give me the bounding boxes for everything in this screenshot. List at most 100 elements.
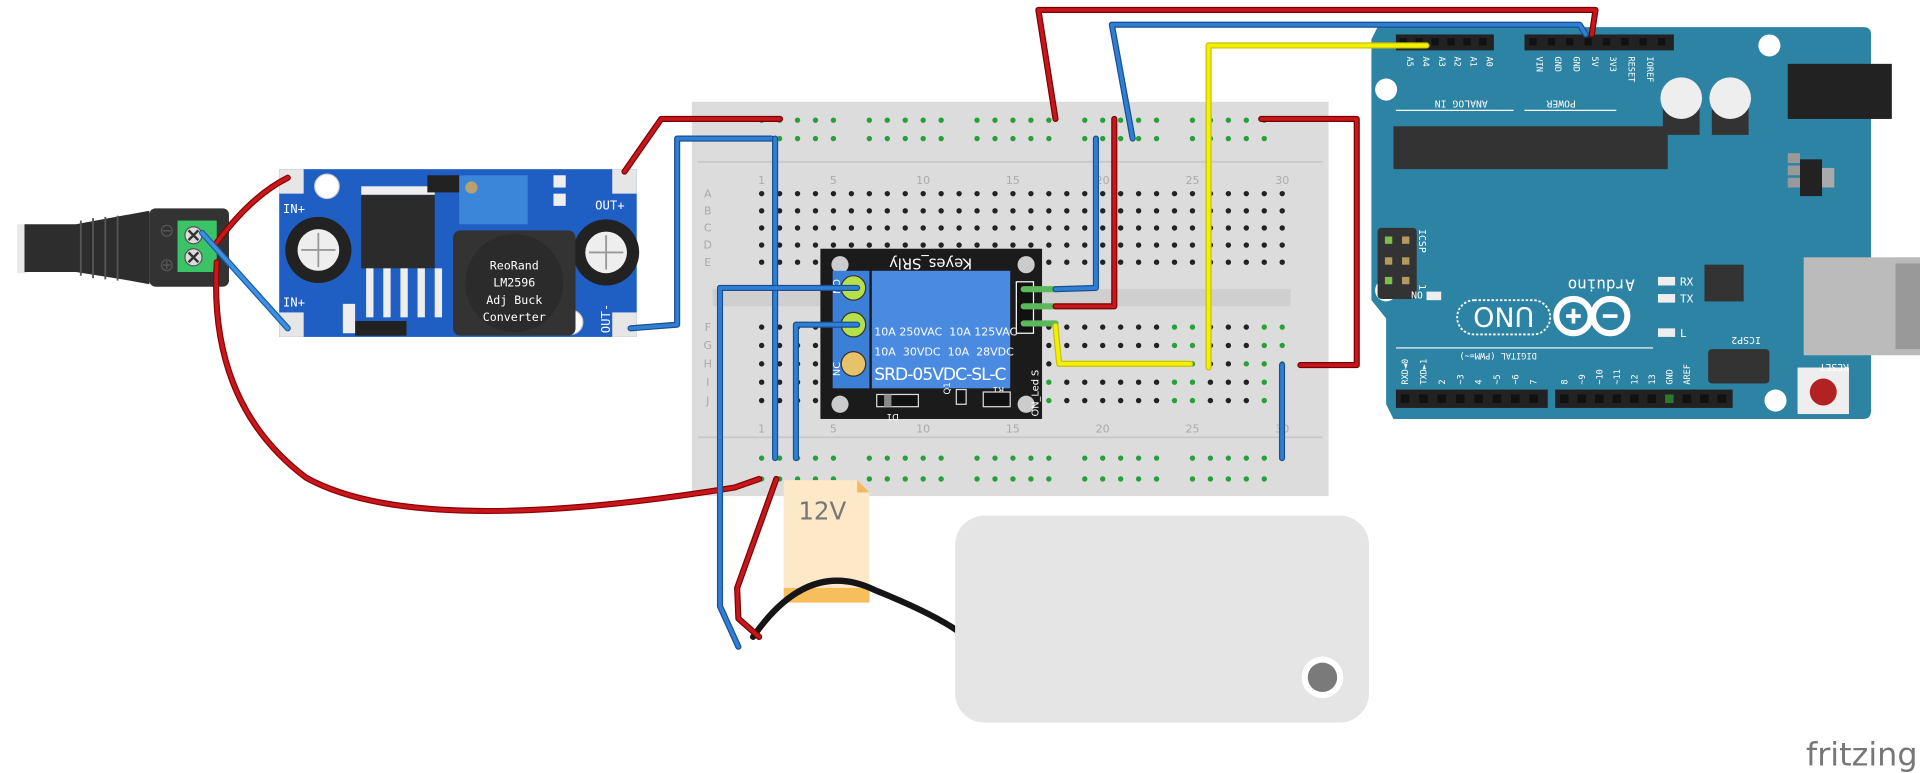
rail-hole[interactable] [830, 135, 837, 142]
breadboard-hole[interactable] [1064, 324, 1070, 330]
breadboard-hole[interactable] [776, 342, 783, 349]
breadboard-hole[interactable] [776, 324, 783, 330]
rail-hole[interactable] [974, 135, 980, 142]
rail-hole[interactable] [1135, 135, 1142, 142]
rail-hole[interactable] [974, 455, 980, 461]
rail-hole[interactable] [1046, 476, 1052, 482]
breadboard-hole[interactable] [1189, 324, 1196, 330]
breadboard-hole[interactable] [1189, 342, 1196, 349]
breadboard-hole[interactable] [830, 242, 837, 248]
breadboard-hole[interactable] [1117, 225, 1124, 231]
rail-hole[interactable] [830, 117, 837, 123]
breadboard-hole[interactable] [866, 208, 873, 214]
breadboard-hole[interactable] [992, 208, 998, 214]
rail-hole[interactable] [920, 455, 926, 461]
breadboard-hole[interactable] [776, 242, 783, 248]
breadboard-hole[interactable] [1225, 208, 1232, 214]
breadboard-hole[interactable] [1064, 379, 1070, 385]
breadboard-hole[interactable] [758, 225, 765, 231]
breadboard-hole[interactable] [1082, 242, 1088, 248]
rail-hole[interactable] [1225, 476, 1232, 482]
breadboard-hole[interactable] [1207, 379, 1214, 385]
breadboard-hole[interactable] [1064, 225, 1070, 231]
breadboard-hole[interactable] [884, 242, 890, 248]
rail-hole[interactable] [866, 476, 873, 482]
rail-hole[interactable] [884, 135, 890, 142]
breadboard-hole[interactable] [884, 190, 890, 197]
rail-hole[interactable] [1153, 455, 1160, 461]
rail-hole[interactable] [1082, 135, 1088, 142]
breadboard-hole[interactable] [1261, 242, 1267, 248]
rail-hole[interactable] [1225, 135, 1232, 142]
breadboard-hole[interactable] [1171, 397, 1178, 404]
breadboard-hole[interactable] [1100, 259, 1106, 265]
breadboard-hole[interactable] [1261, 190, 1267, 197]
breadboard-hole[interactable] [1243, 342, 1250, 349]
breadboard-hole[interactable] [1100, 208, 1106, 214]
breadboard-hole[interactable] [866, 242, 873, 248]
breadboard-hole[interactable] [1135, 324, 1142, 330]
breadboard-hole[interactable] [1261, 379, 1267, 385]
breadboard-hole[interactable] [848, 225, 855, 231]
breadboard-hole[interactable] [902, 242, 908, 248]
breadboard-hole[interactable] [1153, 342, 1160, 349]
rail-hole[interactable] [1243, 135, 1250, 142]
breadboard-hole[interactable] [776, 361, 783, 367]
digital-pin[interactable] [1595, 394, 1604, 404]
rail-hole[interactable] [866, 117, 873, 123]
power-pin[interactable] [1529, 38, 1537, 46]
breadboard-hole[interactable] [1171, 379, 1178, 385]
rail-hole[interactable] [1261, 476, 1267, 482]
breadboard-hole[interactable] [1153, 379, 1160, 385]
digital-pin[interactable] [1419, 394, 1428, 404]
breadboard-hole[interactable] [1082, 208, 1088, 214]
breadboard-hole[interactable] [1010, 242, 1016, 248]
rail-hole[interactable] [1153, 135, 1160, 142]
rail-hole[interactable] [758, 455, 765, 461]
breadboard-hole[interactable] [1100, 225, 1106, 231]
breadboard-hole[interactable] [1153, 208, 1160, 214]
breadboard-hole[interactable] [1153, 397, 1160, 404]
breadboard-hole[interactable] [1261, 259, 1267, 265]
breadboard-hole[interactable] [902, 208, 908, 214]
terminal-screw-nc[interactable] [840, 350, 867, 377]
power-pin[interactable] [1621, 38, 1629, 46]
rail-hole[interactable] [1117, 476, 1124, 482]
power-pin[interactable] [1547, 38, 1556, 46]
breadboard-hole[interactable] [866, 190, 873, 197]
rail-hole[interactable] [902, 135, 908, 142]
breadboard-hole[interactable] [1243, 190, 1250, 197]
breadboard-hole[interactable] [1064, 242, 1070, 248]
analog-pin[interactable] [1479, 38, 1487, 46]
breadboard-hole[interactable] [956, 190, 962, 197]
breadboard-hole[interactable] [1261, 397, 1267, 404]
rail-hole[interactable] [1010, 117, 1016, 123]
rail-hole[interactable] [812, 455, 819, 461]
breadboard-hole[interactable] [1117, 397, 1124, 404]
breadboard-hole[interactable] [1028, 242, 1034, 248]
breadboard-hole[interactable] [1135, 242, 1142, 248]
breadboard-hole[interactable] [1279, 225, 1285, 231]
breadboard-hole[interactable] [974, 208, 980, 214]
breadboard-hole[interactable] [1243, 208, 1250, 214]
breadboard-hole[interactable] [1046, 190, 1052, 197]
breadboard-hole[interactable] [1171, 342, 1178, 349]
breadboard-hole[interactable] [938, 190, 944, 197]
breadboard-hole[interactable] [1243, 397, 1250, 404]
breadboard-hole[interactable] [1189, 259, 1196, 265]
breadboard-hole[interactable] [1100, 397, 1106, 404]
breadboard-hole[interactable] [1117, 190, 1124, 197]
breadboard-hole[interactable] [758, 361, 765, 367]
digital-pin[interactable] [1665, 394, 1674, 404]
breadboard-hole[interactable] [1100, 242, 1106, 248]
rail-hole[interactable] [974, 117, 980, 123]
breadboard-hole[interactable] [812, 190, 819, 197]
breadboard-hole[interactable] [1279, 242, 1285, 248]
rail-hole[interactable] [1243, 455, 1250, 461]
breadboard-hole[interactable] [812, 208, 819, 214]
breadboard-hole[interactable] [794, 225, 801, 231]
analog-pin[interactable] [1463, 38, 1471, 46]
rail-hole[interactable] [866, 135, 873, 142]
breadboard-hole[interactable] [866, 225, 873, 231]
rail-hole[interactable] [884, 117, 890, 123]
